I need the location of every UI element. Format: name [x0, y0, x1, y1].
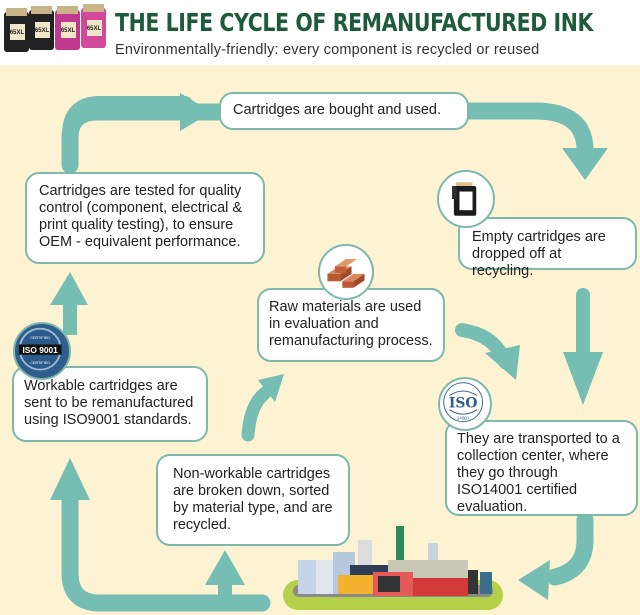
arrow-tested-to-bought-group [61, 93, 212, 174]
step-transported-text: They are transported to a collection cen… [457, 431, 620, 515]
step-bought: Cartridges are bought and used. [219, 92, 469, 130]
bricks-icon [327, 259, 365, 288]
arrow-nonworkable-to-raw-group [241, 374, 284, 442]
step-raw-materials-text: Raw materials are used in evaluation and… [269, 299, 433, 349]
cartridge-label: 65XL [87, 26, 102, 32]
bricks-badge [318, 244, 374, 300]
iso-9001-icon: ISO 9001 CERTIFIED CERTIFIED [18, 327, 62, 371]
arrow-factory-to-nonworkable-group [205, 550, 245, 603]
arrow-workable-to-tested-group [50, 272, 88, 335]
step-tested: Cartridges are tested for quality contro… [25, 172, 265, 264]
step-transported: They are transported to a collection cen… [445, 420, 638, 516]
step-bought-text: Cartridges are bought and used. [233, 102, 441, 118]
iso-14001-number: 14001 [457, 416, 470, 421]
ink-cartridges-image: 65XL 65XL 65XL 65XL [4, 4, 106, 52]
iso-14001-badge: ISO 14001 [438, 377, 492, 431]
cartridge-label: 65XL [35, 28, 50, 34]
header: 65XL 65XL 65XL 65XL THE LIFE CYCLE OF RE… [0, 0, 640, 62]
iso-9001-badge: ISO 9001 CERTIFIED CERTIFIED [13, 322, 71, 380]
iso-14001-icon: ISO 14001 [443, 382, 484, 423]
arrow-transported-to-factory-group [518, 511, 594, 600]
cartridge-color-1 [55, 6, 80, 50]
page-title: THE LIFE CYCLE OF REMANUFACTURED INK [115, 8, 593, 37]
arrow-factory-to-workable-group [50, 458, 271, 612]
arrow-raw-to-transported-group [455, 323, 520, 380]
step-tested-text: Cartridges are tested for quality contro… [39, 183, 243, 250]
step-workable-text: Workable cartridges are sent to be reman… [24, 378, 194, 428]
step-dropped-text: Empty cartridges are dropped off at recy… [472, 229, 606, 279]
page-subtitle: Environmentally-friendly: every componen… [115, 42, 540, 58]
step-raw-materials: Raw materials are used in evaluation and… [257, 288, 445, 362]
iso-9001-top: CERTIFIED [30, 336, 50, 340]
ink-cartridge-badge [437, 170, 495, 228]
arrow-bought-to-dropped-group [461, 102, 608, 180]
iso-14001-label: ISO [449, 396, 478, 412]
arrow-dropped-to-transported-group [563, 288, 603, 405]
ink-cartridge-icon [452, 182, 477, 216]
step-non-workable-text: Non-workable cartridges are broken down,… [173, 466, 333, 533]
step-dropped: Empty cartridges are dropped off at recy… [458, 217, 637, 279]
cartridge-black-2 [29, 6, 54, 50]
iso-9001-bottom: CERTIFIED [30, 361, 50, 365]
factory-icon [283, 526, 503, 610]
cartridge-black-1 [4, 8, 29, 52]
step-non-workable: Non-workable cartridges are broken down,… [156, 454, 350, 546]
cartridge-color-2 [81, 4, 106, 48]
iso-9001-label: ISO 9001 [22, 345, 58, 355]
cartridge-label: 65XL [10, 30, 25, 36]
cartridge-label: 65XL [61, 28, 76, 34]
